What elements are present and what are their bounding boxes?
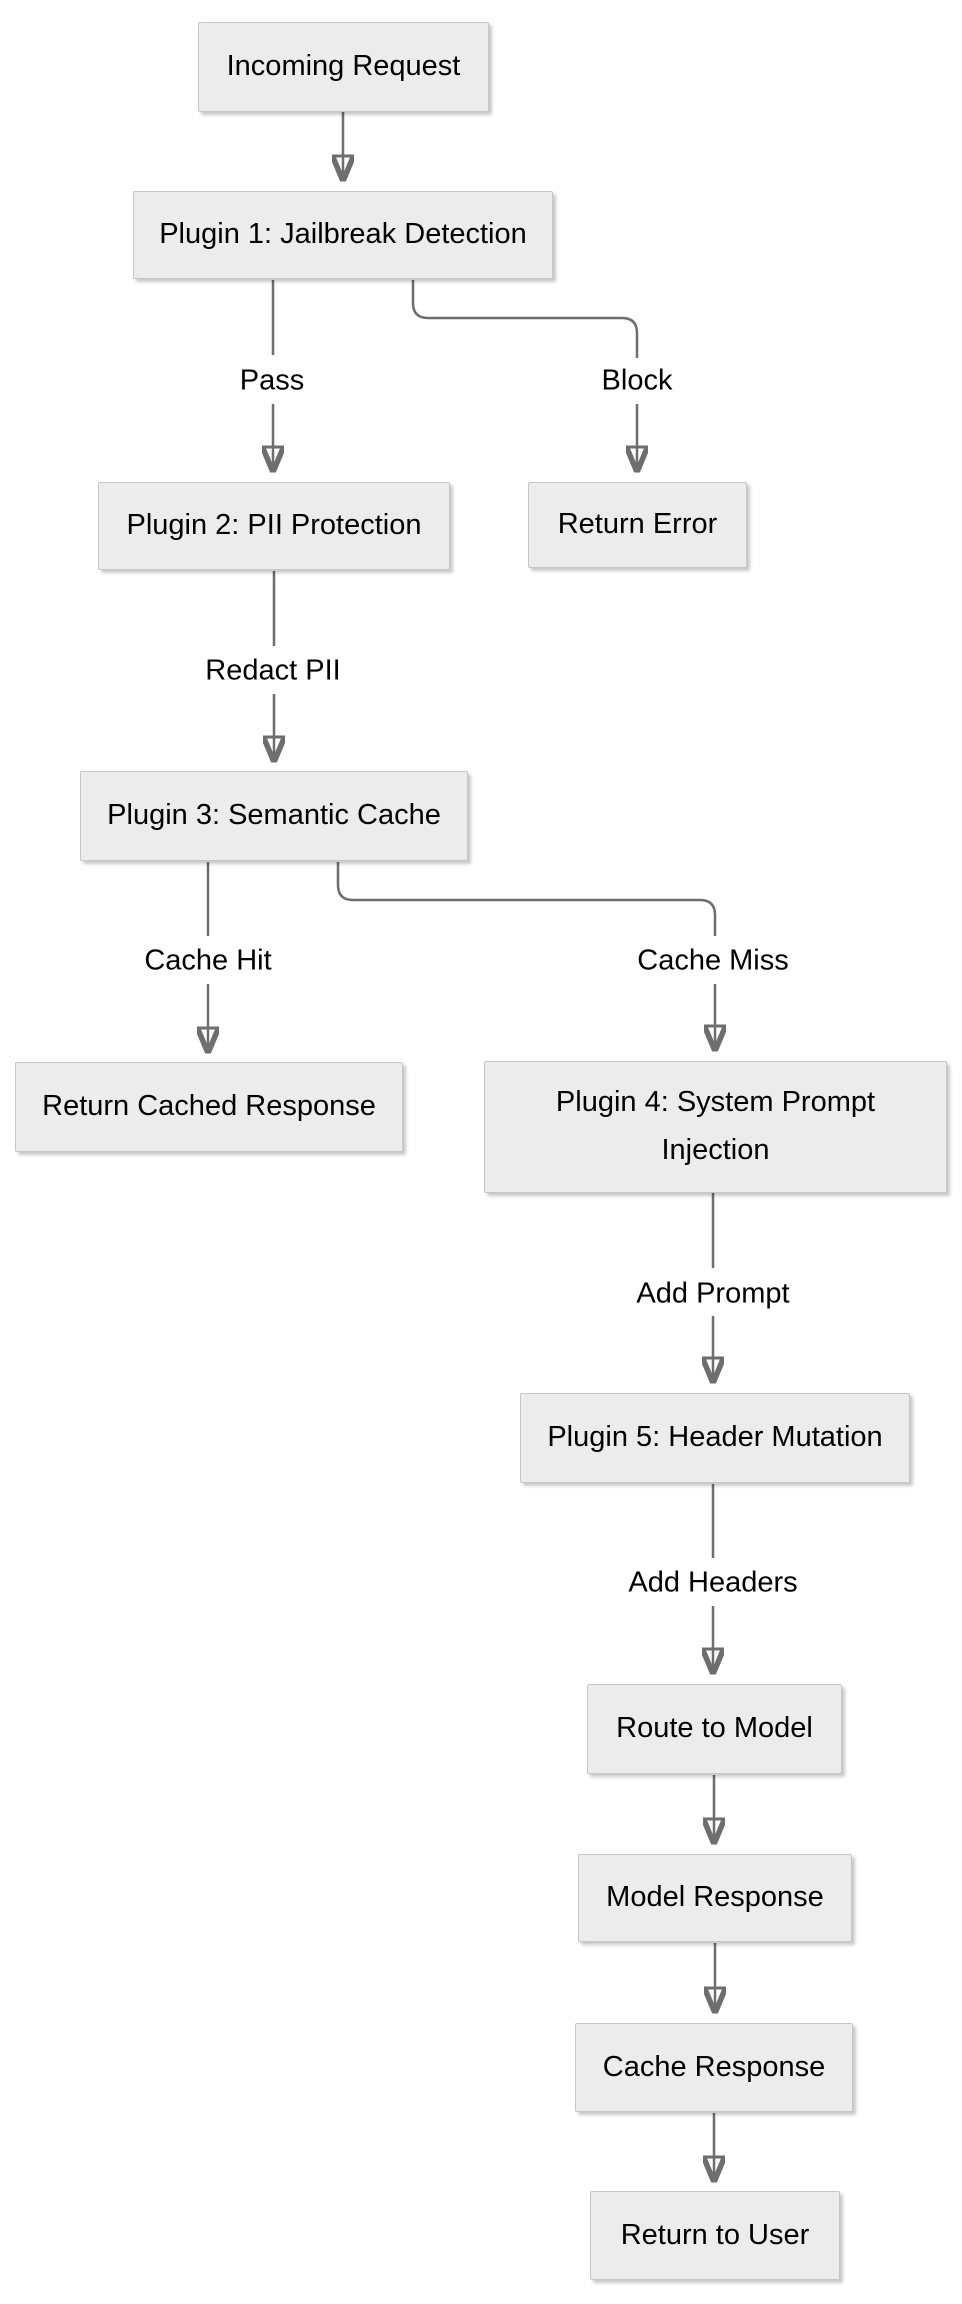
node-plugin5-header-mutation: Plugin 5: Header Mutation bbox=[520, 1393, 910, 1483]
edge-label-cache-hit: Cache Hit bbox=[140, 944, 276, 978]
node-plugin4-system-prompt-injection: Plugin 4: System Prompt Injection bbox=[484, 1061, 947, 1193]
edge-label-block: Block bbox=[597, 364, 677, 398]
node-plugin2-pii-protection: Plugin 2: PII Protection bbox=[98, 482, 450, 570]
edge-plugin3-cachemiss-upper bbox=[336, 862, 717, 936]
node-return-to-user: Return to User bbox=[590, 2191, 840, 2280]
edge-label-add-prompt: Add Prompt bbox=[632, 1277, 794, 1311]
node-return-error: Return Error bbox=[528, 482, 747, 568]
node-cache-response: Cache Response bbox=[575, 2023, 853, 2112]
node-route-to-model: Route to Model bbox=[587, 1684, 842, 1774]
node-incoming-request: Incoming Request bbox=[198, 22, 489, 112]
edge-label-pass: Pass bbox=[235, 364, 309, 398]
edge-label-cache-miss: Cache Miss bbox=[633, 944, 793, 978]
edge-label-add-headers: Add Headers bbox=[624, 1566, 802, 1600]
edge-label-redact-pii: Redact PII bbox=[201, 654, 345, 688]
node-model-response: Model Response bbox=[578, 1854, 852, 1942]
node-plugin3-semantic-cache: Plugin 3: Semantic Cache bbox=[80, 771, 468, 861]
node-return-cached-response: Return Cached Response bbox=[15, 1062, 403, 1152]
edge-plugin1-block-upper bbox=[411, 280, 639, 358]
node-plugin1-jailbreak-detection: Plugin 1: Jailbreak Detection bbox=[133, 191, 553, 279]
